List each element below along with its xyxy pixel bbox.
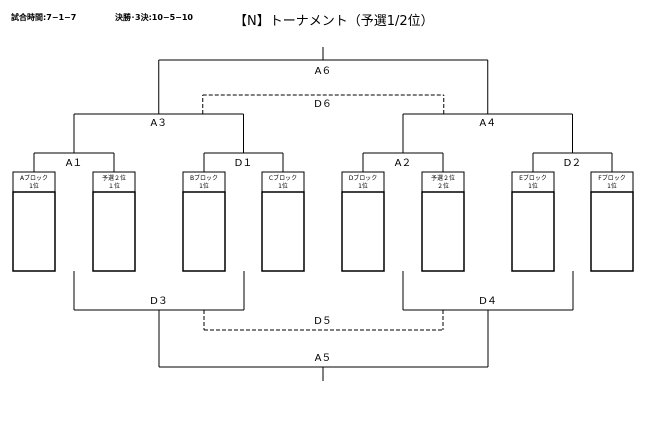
team-7-entry-box [511, 191, 555, 272]
team-1-entry-box [12, 191, 56, 272]
bracket-lines [33, 47, 613, 381]
team-boxes [12, 171, 634, 272]
team-4-entry-box [261, 191, 305, 272]
team-5-entry-box [341, 191, 385, 272]
team-3-rank: 1位 [199, 182, 209, 190]
page-title: 【N】トーナメント（予選1/2位） [234, 14, 434, 29]
team-2-rank: １位 [108, 182, 120, 190]
match-label-a5: A５ [315, 353, 332, 364]
team-1-rank: 1位 [29, 182, 39, 190]
team-3-name: Bブロック [190, 174, 218, 182]
team-5-name: Dブロック [349, 174, 378, 182]
team-7-name: Eブロック [519, 174, 547, 182]
match-label-a1: A１ [66, 158, 83, 169]
team-3-entry-box [182, 191, 226, 272]
match-label-d4: D４ [479, 296, 497, 307]
match-label-a6: A６ [315, 66, 332, 77]
team-4-rank: 1位 [278, 182, 288, 190]
match-label-d2: D２ [564, 158, 582, 169]
match-label-a2: A２ [395, 158, 412, 169]
team-8-name: Fブロック [598, 174, 625, 182]
match-label-a4: A４ [479, 118, 496, 129]
team-5-rank: 1位 [358, 182, 368, 190]
team-6-entry-box [421, 191, 465, 272]
team-2-entry-box [92, 191, 136, 272]
match-label-d5: D５ [314, 316, 332, 327]
team-6-rank: ２位 [437, 182, 449, 190]
match-time-note: 試合時間:7−1−7 [11, 13, 77, 22]
team-2-name: 予選２位 [102, 174, 126, 182]
team-8-rank: 1位 [607, 182, 617, 190]
final-match-time-note: 決勝･3決:10−5−10 [115, 13, 194, 22]
team-4-name: Cブロック [269, 174, 297, 182]
team-6-name: 予選２位 [431, 174, 455, 182]
match-label-d1: D１ [235, 158, 253, 169]
team-7-rank: 1位 [528, 182, 538, 190]
team-8-entry-box [590, 191, 634, 272]
match-label-d6: D６ [314, 99, 332, 110]
match-labels: Aブロック1位予選２位１位Bブロック1位Cブロック1位Dブロック1位予選２位２位… [20, 66, 626, 364]
team-1-name: Aブロック [20, 174, 48, 182]
match-label-a3: A３ [150, 118, 167, 129]
match-label-d3: D３ [150, 296, 168, 307]
